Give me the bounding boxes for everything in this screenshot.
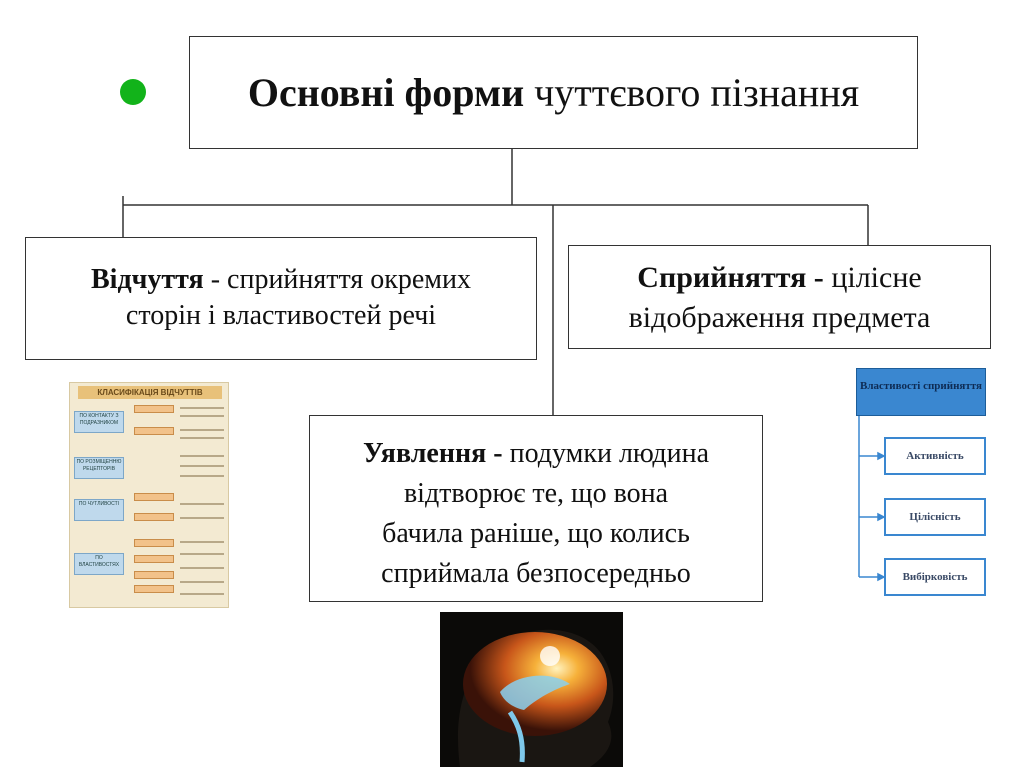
spryiniattia-term: Сприйняття - bbox=[637, 261, 824, 294]
uiavlennia-def-1: подумки людина bbox=[503, 438, 709, 469]
class-text-line bbox=[180, 567, 224, 569]
spryiniattia-def-1: цілісне bbox=[824, 261, 922, 294]
class-text-line bbox=[180, 541, 224, 543]
classification-image: КЛАСИФІКАЦІЯ ВІДЧУТТІВ ПО КОНТАКТУ З ПОД… bbox=[69, 382, 229, 608]
vidchuttia-def-2: сторін і властивостей речі bbox=[26, 298, 536, 334]
uiavlennia-box: Уявлення - подумки людина відтворює те, … bbox=[309, 415, 763, 602]
class-mid-box bbox=[134, 571, 174, 579]
spryiniattia-def-2: відображення предмета bbox=[569, 298, 990, 338]
class-group-4: ПО ВЛАСТИВОСТЯХ bbox=[74, 553, 124, 575]
class-text-line bbox=[180, 429, 224, 431]
props-item-selectivity: Вибірковість bbox=[884, 558, 986, 596]
class-mid-box bbox=[134, 585, 174, 593]
class-mid-box bbox=[134, 405, 174, 413]
class-text-line bbox=[180, 437, 224, 439]
class-mid-box bbox=[134, 513, 174, 521]
class-text-line bbox=[180, 503, 224, 505]
uiavlennia-def-3: бачила раніше, що колись bbox=[310, 514, 762, 554]
main-title-box: Основні форми чуттєвого пізнання bbox=[189, 36, 918, 149]
class-text-line bbox=[180, 581, 224, 583]
uiavlennia-def-4: сприймала безпосередньо bbox=[310, 554, 762, 594]
class-text-line bbox=[180, 593, 224, 595]
class-mid-box bbox=[134, 493, 174, 501]
class-text-line bbox=[180, 415, 224, 417]
brain-illustration bbox=[440, 612, 623, 767]
class-group-3: ПО ЧУТЛИВОСТІ bbox=[74, 499, 124, 521]
class-text-line bbox=[180, 455, 224, 457]
props-item-integrity: Цілісність bbox=[884, 498, 986, 536]
class-mid-box bbox=[134, 555, 174, 563]
class-text-line bbox=[180, 475, 224, 477]
class-mid-box bbox=[134, 539, 174, 547]
props-title: Властивості сприйняття bbox=[856, 368, 986, 416]
spryiniattia-box: Сприйняття - цілісне відображення предме… bbox=[568, 245, 991, 349]
title-rest: чуттєвого пізнання bbox=[524, 70, 859, 115]
class-text-line bbox=[180, 553, 224, 555]
class-text-line bbox=[180, 465, 224, 467]
class-group-1: ПО КОНТАКТУ З ПОДРАЗНИКОМ bbox=[74, 411, 124, 433]
props-item-activity: Активність bbox=[884, 437, 986, 475]
perception-properties-image: Властивості сприйняття Активність Цілісн… bbox=[853, 366, 993, 602]
vidchuttia-term: Відчуття bbox=[91, 264, 204, 295]
class-text-line bbox=[180, 517, 224, 519]
uiavlennia-term: Уявлення - bbox=[363, 438, 503, 469]
vidchuttia-box: Відчуття - сприйняття окремих сторін і в… bbox=[25, 237, 537, 360]
uiavlennia-def-2: відтворює те, що вона bbox=[310, 474, 762, 514]
classification-header: КЛАСИФІКАЦІЯ ВІДЧУТТІВ bbox=[78, 386, 222, 399]
class-mid-box bbox=[134, 427, 174, 435]
class-text-line bbox=[180, 407, 224, 409]
vidchuttia-def-1: - сприйняття окремих bbox=[204, 264, 471, 295]
title-bold: Основні форми bbox=[248, 70, 524, 115]
brain-image bbox=[440, 612, 623, 767]
class-group-2: ПО РОЗМІЩЕННЮ РЕЦЕПТОРІВ bbox=[74, 457, 124, 479]
